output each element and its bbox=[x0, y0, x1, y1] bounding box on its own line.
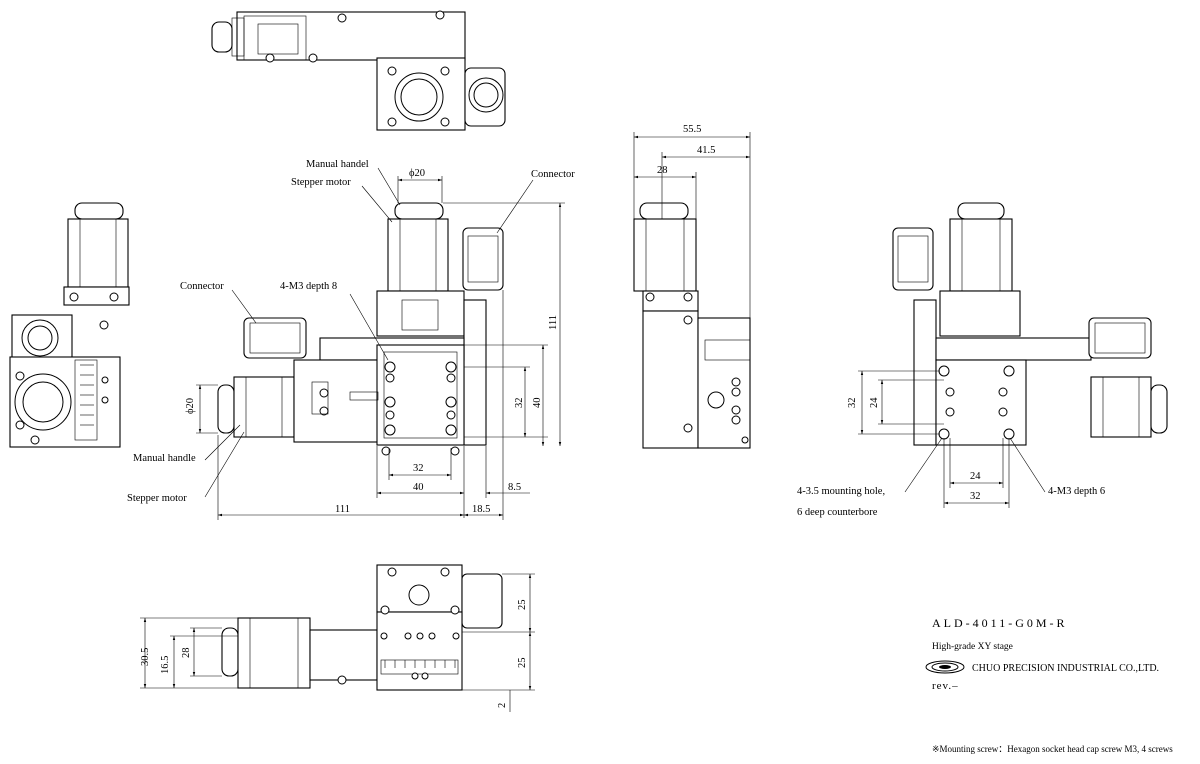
dim-24-right-vertical: 24 bbox=[869, 397, 880, 408]
title-block: ALD-4011-G0M-R High-grade XY stage CHUO … bbox=[925, 616, 1159, 692]
left-side-view bbox=[9, 202, 130, 448]
model-number: ALD-4011-G0M-R bbox=[932, 616, 1068, 630]
dim-30-5: 30.5 bbox=[140, 648, 151, 666]
callout-manual-handle-left: Manual handle bbox=[133, 453, 196, 464]
dim-32-horizontal: 32 bbox=[413, 463, 424, 474]
dim-8-5: 8.5 bbox=[508, 482, 521, 493]
callout-mounting-hole-1: 4-3.5 mounting hole, bbox=[797, 486, 885, 497]
callout-connector-top: Connector bbox=[531, 169, 575, 180]
callout-m3-depth-8: 4-M3 depth 8 bbox=[280, 281, 337, 292]
dim-55-5: 55.5 bbox=[683, 124, 701, 135]
dim-41-5: 41.5 bbox=[697, 145, 715, 156]
dim-32-right-vertical: 32 bbox=[847, 398, 858, 409]
front-view bbox=[217, 202, 504, 456]
company-name: CHUO PRECISION INDUSTRIAL CO.,LTD. bbox=[972, 663, 1159, 674]
company-logo bbox=[925, 660, 965, 674]
side-view-b bbox=[892, 202, 1168, 446]
dim-24-right-horizontal: 24 bbox=[970, 471, 981, 482]
callouts: Manual handel Stepper motor Connector Co… bbox=[127, 159, 1105, 518]
callout-connector-left: Connector bbox=[180, 281, 224, 292]
dim-111-vertical: 111 bbox=[548, 315, 559, 330]
dim-phi20-top: ϕ20 bbox=[409, 168, 425, 179]
dim-28-bottom: 28 bbox=[181, 648, 192, 659]
side-view-a bbox=[633, 202, 751, 449]
dim-32-vertical: 32 bbox=[514, 398, 525, 409]
revision: rev.– bbox=[932, 680, 959, 692]
dim-16-5: 16.5 bbox=[160, 656, 171, 674]
dim-111-horizontal: 111 bbox=[335, 504, 350, 515]
dim-25-upper: 25 bbox=[517, 600, 528, 611]
top-view bbox=[211, 10, 506, 131]
dim-40-horizontal: 40 bbox=[413, 482, 424, 493]
dim-40-vertical: 40 bbox=[532, 398, 543, 409]
dimension-values: ϕ20 111 32 40 32 40 8.5 111 18.5 ϕ20 55.… bbox=[140, 124, 981, 708]
callout-stepper-motor-top: Stepper motor bbox=[291, 177, 351, 188]
dim-phi20-left: ϕ20 bbox=[185, 398, 196, 414]
dim-2: 2 bbox=[497, 703, 508, 708]
callout-mounting-hole-2: 6 deep counterbore bbox=[797, 507, 878, 518]
dim-32-right-horizontal: 32 bbox=[970, 491, 981, 502]
bottom-view bbox=[221, 564, 503, 691]
callout-manual-handel: Manual handel bbox=[306, 159, 369, 170]
dimension-lines bbox=[140, 132, 1046, 712]
callout-m3-depth-6: 4-M3 depth 6 bbox=[1048, 486, 1105, 497]
mounting-screw-footnote: ※Mounting screw：Hexagon socket head cap … bbox=[932, 744, 1173, 754]
dim-28-side: 28 bbox=[657, 165, 668, 176]
callout-stepper-motor-left: Stepper motor bbox=[127, 493, 187, 504]
product-description: High-grade XY stage bbox=[932, 642, 1013, 652]
dim-18-5: 18.5 bbox=[472, 504, 490, 515]
dim-25-lower: 25 bbox=[517, 658, 528, 669]
